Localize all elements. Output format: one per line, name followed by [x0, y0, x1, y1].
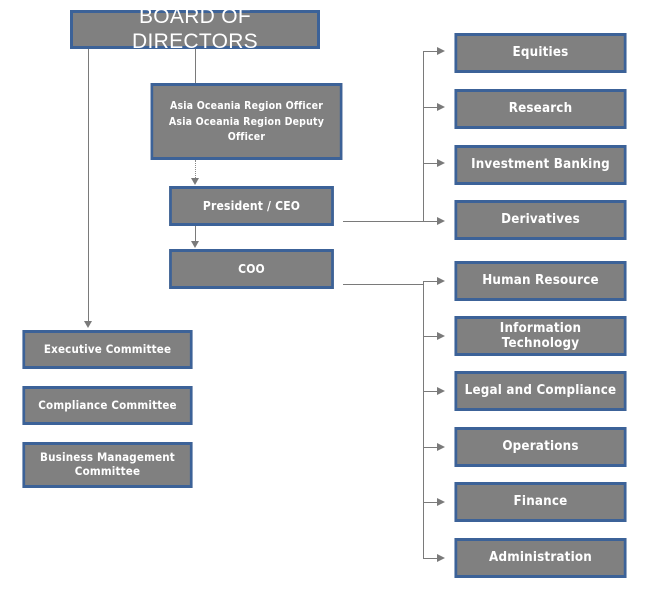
node-research[interactable]: Research: [454, 89, 627, 129]
node-business-management-line2: Committee: [74, 464, 141, 478]
node-executive-committee[interactable]: Executive Committee: [22, 330, 193, 369]
connector-president-to-coo: [195, 226, 196, 242]
arrowhead-human-resource: [437, 277, 445, 285]
node-derivatives[interactable]: Derivatives: [454, 200, 627, 240]
arrowhead-research: [437, 103, 445, 111]
node-human-resource[interactable]: Human Resource: [454, 261, 627, 301]
node-asia-oceania-label: Asia Oceania Region Officer Asia Oceania…: [153, 98, 340, 146]
node-finance-label: Finance: [513, 494, 568, 510]
node-president-ceo-label: President / CEO: [202, 198, 301, 213]
connector-president-to-right-trunk: [343, 221, 424, 222]
arrowhead-finance: [437, 498, 445, 506]
node-coo[interactable]: COO: [169, 249, 334, 289]
branch-operations: [423, 447, 439, 448]
arrowhead-legal-and-compliance: [437, 387, 445, 395]
node-asia-oceania-region-officer[interactable]: Asia Oceania Region Officer Asia Oceania…: [150, 83, 343, 160]
node-research-label: Research: [508, 101, 573, 117]
branch-research: [423, 107, 439, 108]
node-operations-label: Operations: [502, 439, 579, 455]
arrowhead-operations: [437, 443, 445, 451]
node-business-management-line1: Business Management: [40, 450, 175, 465]
branch-derivatives: [423, 221, 439, 222]
node-finance[interactable]: Finance: [454, 482, 627, 522]
arrowhead-information-technology: [437, 332, 445, 340]
connector-region-to-president-dotted: [195, 160, 196, 178]
node-compliance-committee-label: Compliance Committee: [38, 397, 177, 412]
node-compliance-committee[interactable]: Compliance Committee: [22, 386, 193, 425]
node-executive-committee-label: Executive Committee: [43, 341, 172, 356]
branch-information-technology: [423, 336, 439, 337]
node-asia-oceania-line2: Asia Oceania Region Deputy Officer: [168, 114, 325, 144]
arrowhead-administration: [437, 554, 445, 562]
arrowhead-board-to-committees: [84, 321, 92, 328]
connector-board-to-region: [195, 49, 196, 83]
branch-legal-and-compliance: [423, 391, 439, 392]
node-equities-label: Equities: [512, 45, 569, 61]
node-information-technology[interactable]: Information Technology: [454, 316, 627, 356]
arrowhead-president-to-coo: [191, 241, 199, 248]
node-coo-label: COO: [238, 261, 265, 276]
node-investment-banking-label: Investment Banking: [471, 157, 610, 173]
node-administration[interactable]: Administration: [454, 538, 627, 578]
node-investment-banking[interactable]: Investment Banking: [454, 145, 627, 185]
node-business-management-committee[interactable]: Business Management Committee: [22, 442, 193, 488]
node-derivatives-label: Derivatives: [501, 212, 580, 228]
branch-administration: [423, 558, 439, 559]
branch-finance: [423, 502, 439, 503]
branch-investment-banking: [423, 163, 439, 164]
branch-human-resource: [423, 281, 439, 282]
node-president-ceo[interactable]: President / CEO: [169, 186, 334, 226]
node-business-management-committee-label: Business Management Committee: [25, 451, 190, 478]
node-information-technology-label: Information Technology: [499, 320, 582, 351]
node-equities[interactable]: Equities: [454, 33, 627, 73]
node-board-of-directors[interactable]: BOARD OF DIRECTORS: [70, 5, 320, 53]
connector-board-to-committees: [88, 49, 89, 322]
arrowhead-investment-banking: [437, 159, 445, 167]
node-human-resource-label: Human Resource: [482, 273, 599, 289]
node-board-of-directors-label: BOARD OF DIRECTORS: [132, 4, 258, 53]
arrowhead-region-to-president: [191, 178, 199, 185]
arrowhead-derivatives: [437, 217, 445, 225]
trunk-front-office: [423, 51, 424, 222]
node-administration-label: Administration: [489, 550, 592, 566]
node-legal-and-compliance[interactable]: Legal and Compliance: [454, 371, 627, 411]
arrowhead-equities: [437, 47, 445, 55]
connector-coo-to-right-trunk: [343, 284, 424, 285]
branch-equities: [423, 51, 439, 52]
node-asia-oceania-line1: Asia Oceania Region Officer: [169, 98, 324, 112]
trunk-support: [423, 281, 424, 559]
node-operations[interactable]: Operations: [454, 427, 627, 467]
node-legal-and-compliance-label: Legal and Compliance: [464, 383, 617, 399]
